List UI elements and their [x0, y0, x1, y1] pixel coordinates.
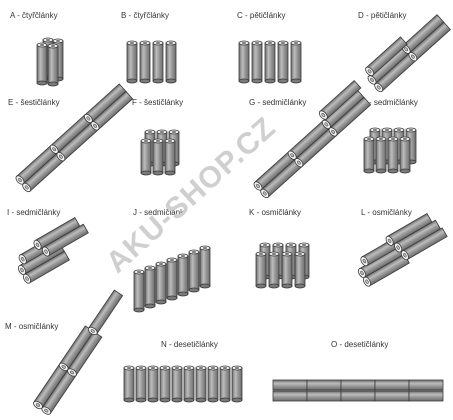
pack-e	[14, 83, 133, 194]
label-d: D - pětičlánky	[358, 11, 407, 20]
label-f: F - šestičlánky	[132, 98, 184, 107]
label-i: I - sedmičlánky	[7, 208, 61, 217]
pack-k	[255, 242, 310, 289]
label-k: K - osmičlánky	[249, 208, 302, 217]
pack-o	[272, 379, 444, 402]
pack-b	[126, 40, 177, 84]
pack-j	[133, 245, 211, 313]
label-n: N - desetičlánky	[161, 340, 218, 349]
label-c: C - pětičlánky	[237, 11, 286, 20]
label-b: B - čtyřčlánky	[121, 11, 170, 20]
pack-c	[238, 40, 302, 84]
pack-i	[16, 217, 89, 285]
pack-a	[36, 37, 64, 87]
pack-n	[123, 365, 243, 403]
pack-d	[363, 14, 451, 94]
pack-f	[140, 129, 180, 176]
label-j: J - sedmičlánk	[133, 208, 185, 217]
label-m: M - osmičlánky	[5, 322, 59, 331]
pack-g	[252, 80, 371, 200]
pack-h	[363, 127, 417, 174]
label-l: L - osmičlánky	[361, 208, 412, 217]
label-h: H - sedmičlánky	[361, 98, 418, 107]
label-g: G - sedmičlánky	[249, 98, 307, 107]
label-o: O - desetičlánky	[331, 340, 389, 349]
label-a: A - čtyřčlánky	[10, 11, 58, 20]
pack-l	[356, 213, 448, 288]
pack-m	[31, 289, 124, 417]
label-e: E - šestičlánky	[8, 98, 60, 107]
